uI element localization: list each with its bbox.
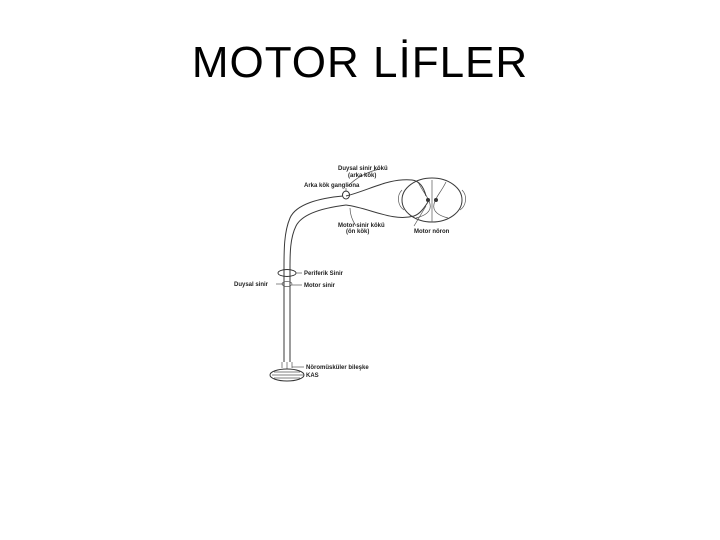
peripheral-nerve-label: Periferik Sinir (304, 271, 344, 277)
neuromuscular-junction (282, 362, 292, 369)
peripheral-nerve-trunk (284, 196, 343, 362)
muscle-shape (270, 369, 304, 381)
dorsal-ganglion-label: Arka kök gangliona (304, 183, 360, 189)
spinal-cord-cross-section (398, 178, 465, 222)
sensory-nerve-label: Duysal sinir (234, 282, 269, 288)
peripheral-nerve-marker (278, 270, 296, 277)
muscle-label: KAS (306, 373, 319, 379)
nmj-label: Nöromüsküler bileşke (306, 365, 369, 371)
ventral-root-line (346, 202, 428, 217)
motor-neuron-label: Motor nöron (414, 229, 450, 235)
motor-nerve-label: Motor sinir (304, 283, 336, 289)
motor-root-sublabel: (ön kök) (346, 229, 369, 235)
dorsal-root-sublabel: (arka kök) (348, 173, 376, 179)
dorsal-root-label: Duysal sinir kökü (338, 166, 388, 172)
